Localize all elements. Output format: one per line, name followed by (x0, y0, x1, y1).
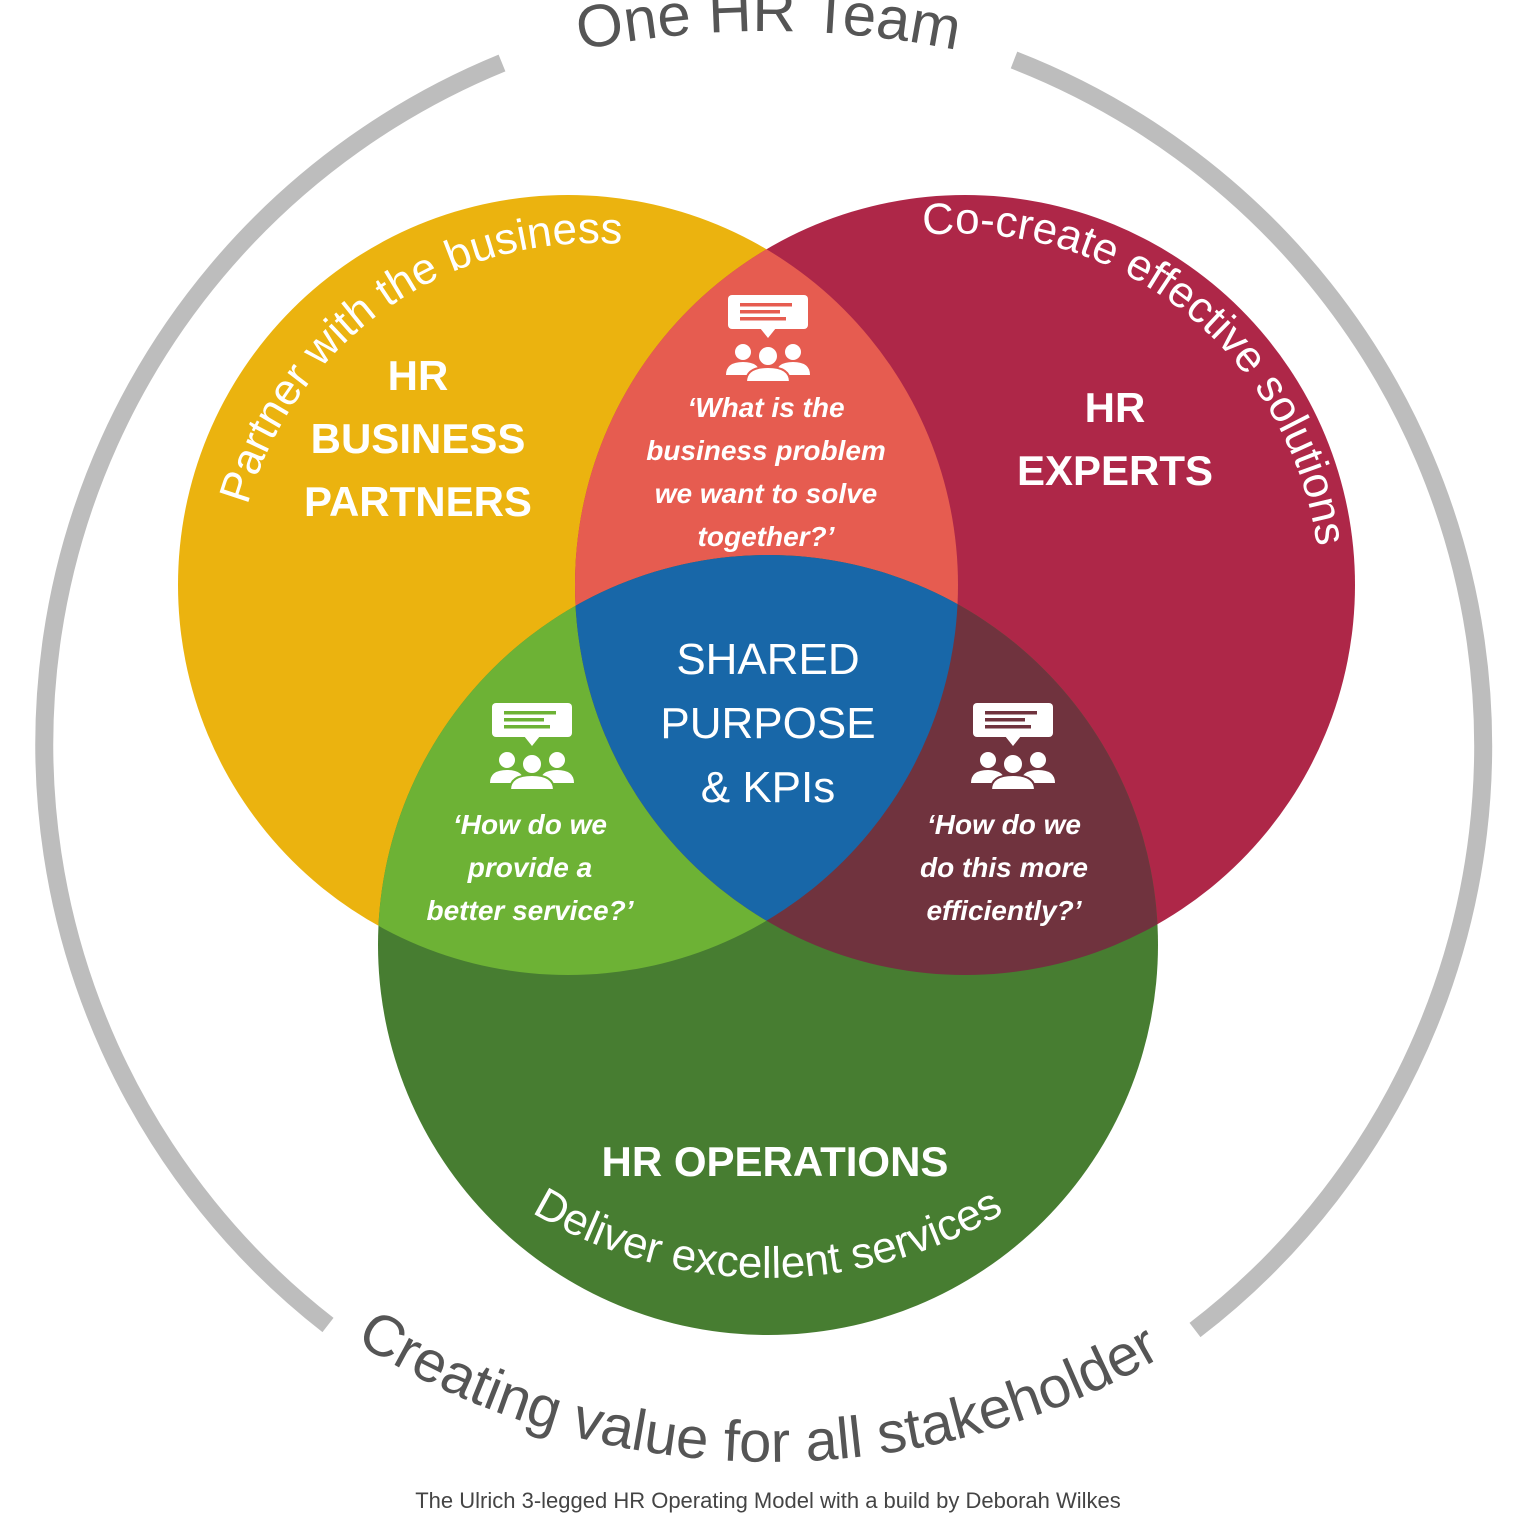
experts-label-line: EXPERTS (1017, 447, 1213, 494)
quote-line: provide a (467, 852, 592, 883)
quote-line: together?’ (698, 521, 836, 552)
quote-line: better service?’ (427, 895, 635, 926)
quote-line: ‘What is the (687, 392, 844, 423)
experts-label: HR EXPERTS (1017, 384, 1213, 494)
title-arc-text: One HR Team (571, 0, 967, 63)
quote-line: do this more (920, 852, 1088, 883)
quote-right: ‘How do we do this more efficiently?’ (920, 809, 1088, 926)
business-partners-label-line: HR (388, 352, 449, 399)
operations-label: HR OPERATIONS (602, 1138, 949, 1185)
quote-line: business problem (646, 435, 886, 466)
center-label-line: & KPIs (701, 763, 836, 812)
center-label-line: SHARED (676, 635, 859, 684)
quote-line: we want to solve (655, 478, 878, 509)
quote-left: ‘How do we provide a better service?’ (427, 809, 635, 926)
business-partners-label: HR BUSINESS PARTNERS (304, 352, 532, 525)
outer-ring-arc-top-right (1010, 51, 1493, 1338)
experts-label-line: HR (1085, 384, 1146, 431)
quote-top: ‘What is the business problem we want to… (646, 392, 886, 552)
business-partners-label-line: BUSINESS (311, 415, 526, 462)
center-label-line: PURPOSE (660, 699, 875, 748)
quote-line: efficiently?’ (926, 895, 1082, 926)
business-partners-label-line: PARTNERS (304, 478, 532, 525)
outer-ring-arc-top-left (35, 54, 506, 1333)
quote-line: ‘How do we (927, 809, 1081, 840)
caption: The Ulrich 3-legged HR Operating Model w… (415, 1488, 1121, 1513)
shared-purpose-label: SHARED PURPOSE & KPIs (660, 635, 875, 812)
quote-line: ‘How do we (453, 809, 607, 840)
